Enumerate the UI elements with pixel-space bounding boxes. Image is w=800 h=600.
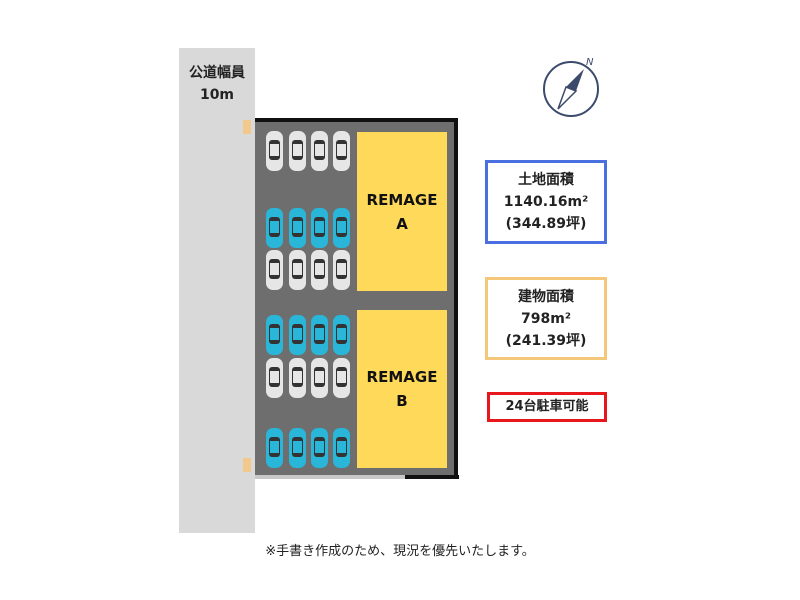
parked-car-blue (289, 208, 306, 248)
building-b: REMAGE B (357, 310, 447, 468)
parked-car-white (333, 250, 350, 290)
parked-car-blue (311, 428, 328, 468)
building-area-box: 建物面積 798m² (241.39坪) (485, 277, 607, 360)
land-area-value: 1140.16m² (503, 194, 589, 210)
parked-car-blue (333, 315, 350, 355)
north-label: N (586, 57, 594, 68)
parked-car-white (289, 358, 306, 398)
parked-car-white (311, 131, 328, 171)
land-area-box: 土地面積 1140.16m² (344.89坪) (485, 160, 607, 244)
parked-car-blue (311, 315, 328, 355)
building-name: REMAGE (366, 368, 438, 386)
building-name: REMAGE (366, 190, 438, 209)
building-area-title: 建物面積 (518, 288, 574, 305)
parked-car-white (289, 250, 306, 290)
building-letter: A (396, 214, 408, 233)
parked-car-white (311, 250, 328, 290)
parking-capacity-label: 24台駐車可能 (505, 399, 589, 414)
parked-car-white (311, 358, 328, 398)
parking-capacity-box: 24台駐車可能 (487, 392, 607, 422)
entrance-marker (243, 120, 251, 134)
parked-car-blue (311, 208, 328, 248)
land-area-title: 土地面積 (518, 172, 574, 188)
parked-car-blue (289, 428, 306, 468)
parked-car-blue (289, 315, 306, 355)
parked-car-white (266, 250, 283, 290)
building-area-tsubo: (241.39坪) (505, 332, 587, 349)
building-area-value: 798m² (521, 310, 571, 327)
parked-car-blue (333, 208, 350, 248)
compass-icon: N (543, 57, 599, 117)
road-width-label: 公道幅員 10m (179, 62, 255, 106)
lot-entrance-edge (255, 475, 405, 479)
road-label-title: 公道幅員 (189, 65, 245, 81)
parked-car-blue (266, 428, 283, 468)
building-letter: B (396, 392, 408, 410)
entrance-marker (243, 458, 251, 472)
parked-car-blue (333, 428, 350, 468)
public-road (179, 48, 255, 533)
lot-wall (405, 475, 459, 479)
parked-car-white (289, 131, 306, 171)
parked-car-blue (266, 315, 283, 355)
parked-car-white (333, 131, 350, 171)
parked-car-blue (266, 208, 283, 248)
parked-car-white (266, 131, 283, 171)
parked-car-white (333, 358, 350, 398)
land-area-tsubo: (344.89坪) (505, 216, 587, 232)
footer-note: ※手書き作成のため、現況を優先いたします。 (265, 544, 535, 559)
building-a: REMAGE A (357, 132, 447, 291)
road-label-width: 10m (199, 87, 235, 103)
parked-car-white (266, 358, 283, 398)
